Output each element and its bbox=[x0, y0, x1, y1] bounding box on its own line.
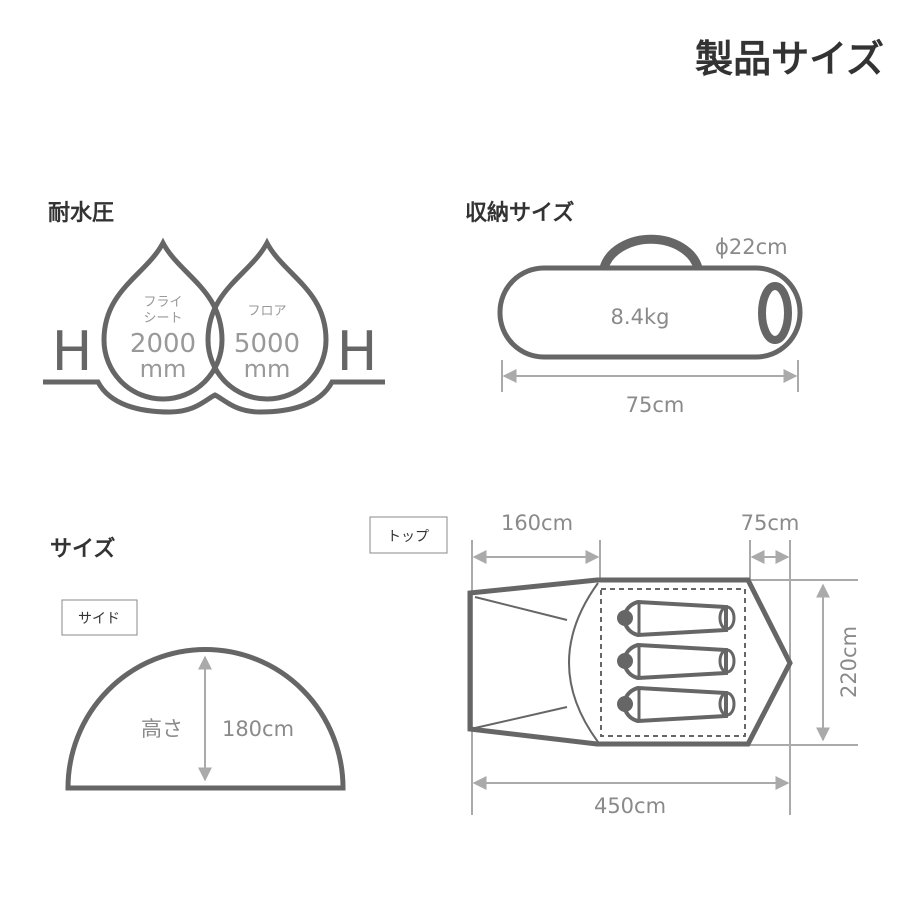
front-length: 160cm bbox=[501, 511, 573, 535]
top-tag: トップ bbox=[387, 529, 429, 545]
storage-bag-icon bbox=[497, 234, 803, 360]
rear-length: 75cm bbox=[741, 511, 800, 535]
height-value: 180cm bbox=[222, 717, 294, 741]
floor-value: 5000 bbox=[234, 329, 300, 359]
side-tag-box bbox=[61, 599, 138, 636]
tent-width: 220cm bbox=[837, 626, 861, 698]
height-label: 高さ bbox=[141, 717, 183, 741]
h-symbol-left: H bbox=[52, 320, 93, 383]
storage-weight: 8.4kg bbox=[611, 305, 670, 329]
fly-unit: mm bbox=[140, 355, 187, 383]
h-symbol-right: H bbox=[337, 320, 378, 383]
fly-value: 2000 bbox=[130, 329, 196, 359]
floor-label: フロア bbox=[247, 304, 286, 319]
water-drops-icon bbox=[43, 237, 385, 415]
sleeping-bag-icon bbox=[617, 685, 736, 724]
fly-label-1: フライ bbox=[143, 295, 182, 310]
floor-unit: mm bbox=[244, 355, 291, 383]
size-heading: サイズ bbox=[50, 536, 115, 562]
tent-side-outline bbox=[65, 647, 346, 791]
page-title: 製品サイズ bbox=[695, 37, 884, 81]
storage-heading: 収納サイズ bbox=[465, 200, 574, 226]
storage-length: 75cm bbox=[626, 393, 685, 417]
waterproof-heading: 耐水圧 bbox=[48, 201, 114, 226]
top-tag-box bbox=[369, 516, 448, 554]
tent-top-view bbox=[467, 577, 793, 747]
sleeping-bag-icon bbox=[617, 599, 736, 638]
storage-length-dimension bbox=[501, 360, 799, 392]
top-dimension-lines bbox=[471, 540, 858, 815]
sleeping-bag-icon bbox=[617, 642, 736, 681]
fly-label-2: シート bbox=[143, 311, 182, 326]
side-tag: サイド bbox=[78, 611, 120, 627]
total-length: 450cm bbox=[594, 794, 666, 818]
storage-diameter: ϕ22cm bbox=[715, 235, 788, 259]
